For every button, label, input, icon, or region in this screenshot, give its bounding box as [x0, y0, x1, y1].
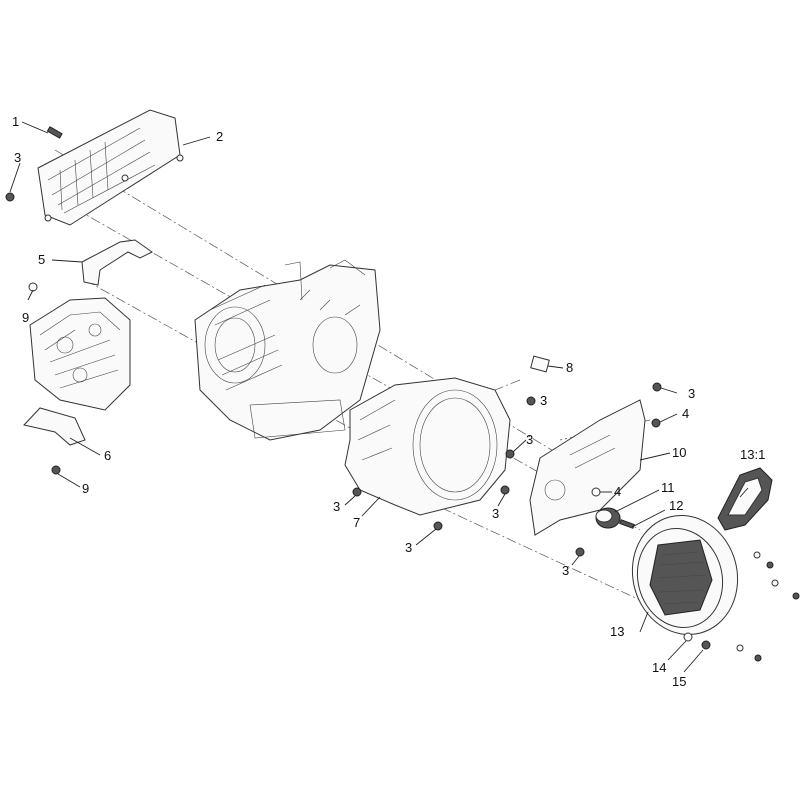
bolt-3c	[652, 382, 662, 392]
bolt-r3	[754, 654, 762, 662]
callout-3b: 3	[540, 393, 547, 408]
bolt-3h	[575, 547, 585, 557]
bolt-9b	[51, 465, 61, 475]
callout-13: 13	[610, 624, 624, 639]
callout-3c: 3	[688, 386, 695, 401]
callout-labels: 1 2 3 5 9 8 3 3 4 3 10 6 9 3 7 3 4 11 12…	[12, 114, 765, 689]
washer-3	[736, 644, 744, 652]
bolt-r2	[792, 592, 800, 600]
washer-14	[683, 632, 693, 642]
callout-7: 7	[353, 515, 360, 530]
washer-2	[771, 579, 779, 587]
callout-11: 11	[661, 480, 675, 495]
callout-12: 12	[669, 498, 683, 513]
bolt-r1	[766, 561, 774, 569]
hardware-fasteners	[5, 192, 800, 662]
part-1-bolt	[46, 126, 63, 139]
callout-6: 6	[104, 448, 111, 463]
callout-3d: 3	[526, 432, 533, 447]
callout-4b: 4	[614, 484, 621, 499]
callout-5: 5	[38, 252, 45, 267]
bolt-3b	[526, 396, 536, 406]
part-8-clip	[530, 355, 550, 373]
callout-3a: 3	[14, 150, 21, 165]
callout-3h: 3	[562, 563, 569, 578]
callout-10: 10	[672, 445, 686, 460]
bolt-3a	[5, 192, 15, 202]
callout-3g: 3	[405, 540, 412, 555]
cylinder-head	[29, 297, 131, 411]
callout-15: 15	[672, 674, 686, 689]
callout-3f: 3	[492, 506, 499, 521]
bolt-3f	[500, 485, 510, 495]
callout-14: 14	[652, 660, 666, 675]
nut-15	[701, 640, 711, 650]
part-13-recoil-starter	[631, 515, 739, 635]
part-13-1-handle	[717, 467, 773, 531]
callout-2: 2	[216, 129, 223, 144]
part-11-pulley	[595, 507, 621, 529]
washer-1	[753, 551, 761, 559]
callout-3e: 3	[333, 499, 340, 514]
engine-block	[194, 259, 381, 441]
axis-line-4	[359, 469, 641, 601]
bolt-3g	[433, 521, 443, 531]
part-7-blower-housing	[344, 377, 511, 516]
bolt-3d	[505, 449, 515, 459]
leader-lines	[9, 121, 749, 673]
part-6-deflector	[23, 407, 86, 446]
callout-9b: 9	[82, 481, 89, 496]
callout-8: 8	[566, 360, 573, 375]
part-2-upper-shroud	[37, 109, 184, 226]
callout-9a: 9	[22, 310, 29, 325]
part-10-cover-plate	[529, 399, 646, 536]
bolt-9a	[28, 282, 38, 292]
bolt-4a	[651, 418, 661, 428]
callout-4a: 4	[682, 406, 689, 421]
part-5-bracket	[81, 239, 153, 286]
nut-4b	[591, 487, 601, 497]
bolt-3e	[352, 487, 362, 497]
callout-13-1: 13:1	[740, 447, 765, 462]
callout-1: 1	[12, 114, 19, 129]
